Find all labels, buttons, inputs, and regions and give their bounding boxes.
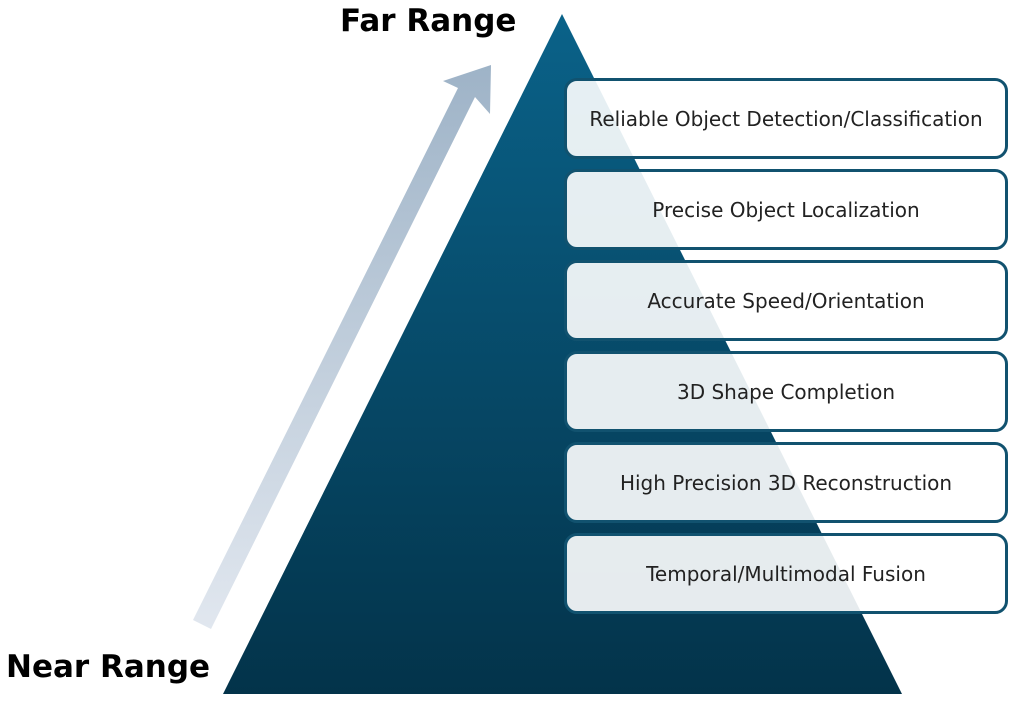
level-temporal-fusion: Temporal/Multimodal Fusion (564, 533, 1008, 614)
far-range-label: Far Range (340, 3, 517, 39)
pyramid-triangle (223, 14, 902, 694)
level-speed-orientation: Accurate Speed/Orientation (564, 260, 1008, 341)
level-detection-classification: Reliable Object Detection/Classification (564, 78, 1008, 159)
level-shape-completion: 3D Shape Completion (564, 351, 1008, 432)
level-3d-reconstruction: High Precision 3D Reconstruction (564, 442, 1008, 523)
range-arrow (193, 65, 491, 629)
level-object-localization: Precise Object Localization (564, 169, 1008, 250)
capability-levels: Reliable Object Detection/Classification… (564, 78, 1008, 624)
near-range-label: Near Range (6, 649, 211, 685)
